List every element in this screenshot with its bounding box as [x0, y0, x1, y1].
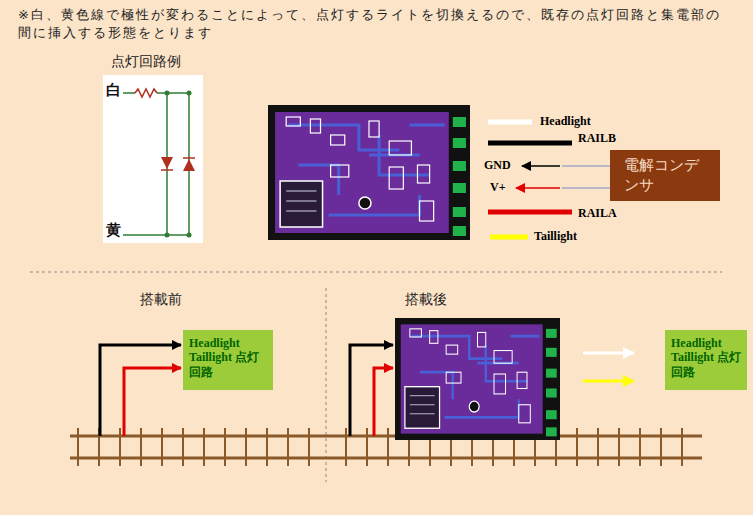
wire-name: Headlight [540, 114, 591, 128]
lighting-circuit-box: Headlight Taillight 点灯回路 [183, 330, 273, 390]
box-text: 電解コンデンサ [624, 156, 706, 195]
note-text: ※白、黄色線で極性が変わることによって、点灯するライトを切換えるので、既存の点灯… [18, 6, 734, 41]
pcb-image [395, 318, 560, 440]
pcb-image [268, 105, 470, 240]
lighting-circuit-schematic [103, 75, 203, 243]
box-text: Headlight Taillight 点灯回路 [671, 336, 741, 379]
wire-name: RAILA [578, 206, 617, 220]
wire-label: 白 [106, 81, 121, 99]
panel-heading: 点灯回路例 [111, 53, 181, 70]
capacitor-box: 電解コンデンサ [610, 150, 720, 201]
schematic-panel: 点灯回路例白黄 [103, 75, 203, 243]
section-label: 搭載前 [140, 291, 182, 308]
dashed-separator [30, 272, 722, 273]
rail-track [70, 428, 702, 466]
lighting-circuit-box: Headlight Taillight 点灯回路 [665, 330, 747, 390]
section-label: 搭載後 [405, 291, 447, 308]
signal-name: V+ [490, 180, 506, 194]
signal-name: GND [484, 158, 511, 172]
dashed-separator [326, 288, 327, 482]
wire-name: RAILB [578, 131, 616, 145]
wire-name: Taillight [534, 229, 577, 243]
box-text: Headlight Taillight 点灯回路 [189, 336, 267, 379]
wire-label: 黄 [106, 221, 121, 239]
